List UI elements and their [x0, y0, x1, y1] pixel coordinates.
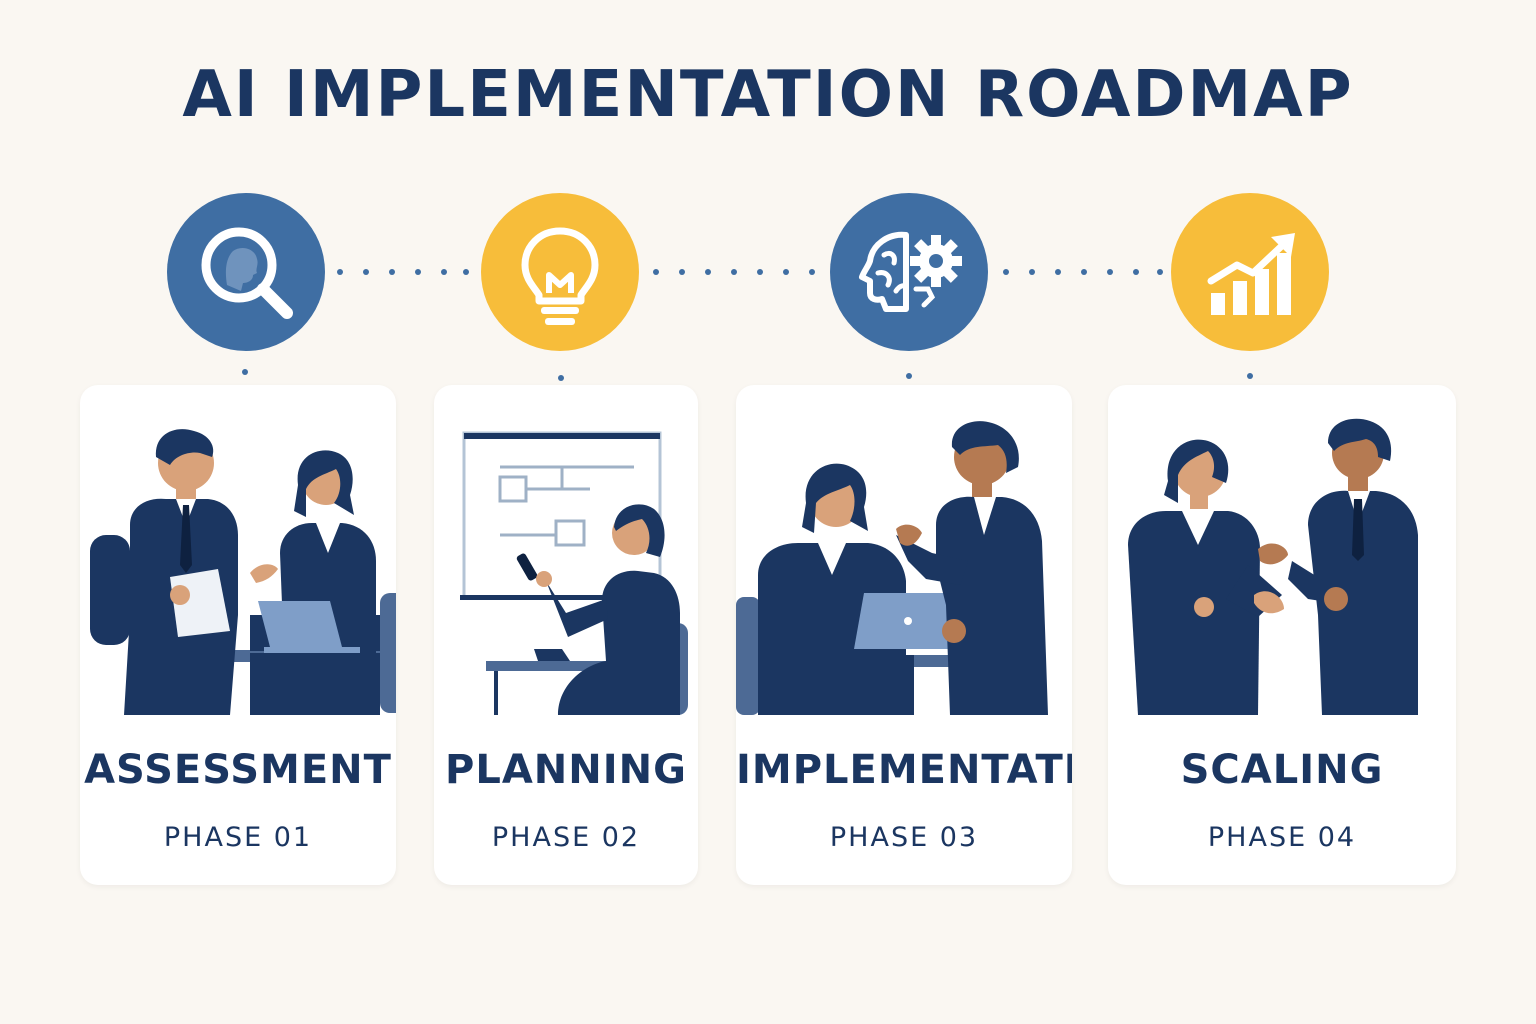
- planning-scene-illustration: [460, 431, 688, 715]
- assessment-scene-illustration: [90, 429, 396, 715]
- phase-card-implementation: IMPLEMENTATION PHASE 03: [736, 385, 1072, 885]
- growth-chart-icon: [1207, 233, 1295, 315]
- brain-gear-icon: [859, 231, 962, 312]
- phase-number: PHASE 03: [829, 822, 979, 853]
- phase-title: ASSESSMENT: [84, 747, 392, 793]
- phase-node-implementation: [830, 193, 988, 351]
- phase-number: PHASE 02: [491, 822, 641, 853]
- phase-title: SCALING: [1180, 747, 1384, 793]
- phase-number: PHASE 01: [163, 822, 313, 853]
- phase-node-assessment: [167, 193, 325, 351]
- phase-card-scaling: SCALING PHASE 04: [1108, 385, 1456, 885]
- phase-number: PHASE 04: [1207, 822, 1357, 853]
- phase-node-planning: [481, 193, 639, 351]
- scaling-scene-illustration: [1128, 418, 1418, 715]
- lightbulb-icon: [521, 227, 599, 325]
- implementation-scene-illustration: [736, 421, 1048, 715]
- magnifier-head-icon: [201, 227, 293, 319]
- phase-card-planning: PLANNING PHASE 02: [434, 385, 698, 885]
- phase-title: IMPLEMENTATION: [736, 747, 1072, 793]
- phase-title: PLANNING: [445, 747, 687, 793]
- phase-node-scaling: [1171, 193, 1329, 351]
- page-title: AI IMPLEMENTATION ROADMAP: [182, 58, 1354, 132]
- phase-card-assessment: ASSESSMENT PHASE 01: [80, 385, 396, 885]
